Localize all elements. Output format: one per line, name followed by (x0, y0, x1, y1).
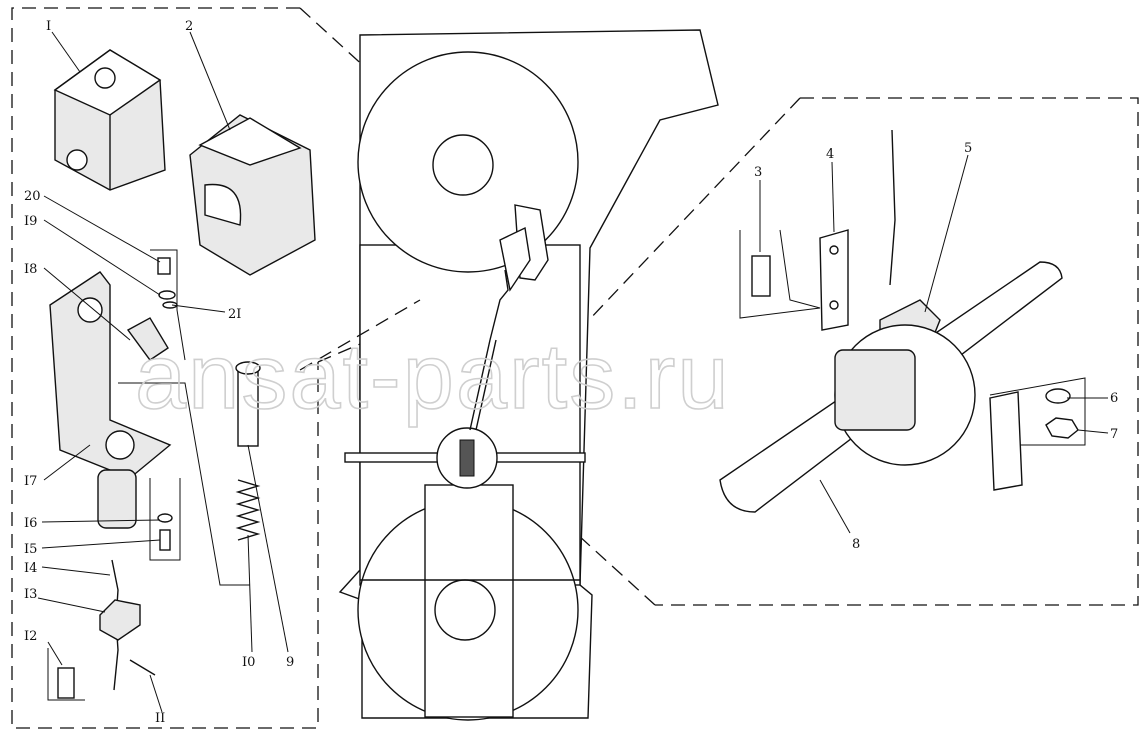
leader-lines (37, 31, 1109, 713)
part-18-bushing (126, 317, 169, 361)
part-9-pin (118, 361, 261, 586)
part-17-bracket (49, 271, 172, 529)
callout-label: I2 (24, 629, 37, 644)
part-1-enclosure-box (53, 49, 166, 191)
callout-label: I4 (24, 561, 37, 576)
parts-11-14-screw-knob (47, 559, 156, 701)
callout-label: 9 (286, 655, 294, 670)
central-apparatus (299, 29, 719, 721)
part-6-7-nut-washer (989, 377, 1086, 491)
part-2-cover (189, 114, 316, 276)
part-3-bolt (739, 229, 821, 319)
callout-label: 3 (754, 165, 762, 180)
part-5-bracket-top (879, 129, 941, 346)
callout-label: 8 (852, 537, 860, 552)
callout-label: 6 (1110, 391, 1118, 406)
callout-label: I0 (242, 655, 255, 670)
callout-label: 5 (964, 141, 972, 156)
callout-label: 4 (826, 147, 834, 162)
callout-label: I5 (24, 542, 37, 557)
part-10-spring (235, 479, 261, 541)
callout-label: 2 (185, 19, 193, 34)
hardware-box-15-16 (149, 478, 181, 561)
callout-label: I3 (24, 587, 37, 602)
callout-label: I8 (24, 262, 37, 277)
callout-label: I6 (24, 516, 37, 531)
callout-labels: I 2 3 4 5 6 7 8 9 I0 II I2 I3 I4 I5 I6 I… (24, 19, 1118, 726)
callout-label: I9 (24, 214, 37, 229)
callout-label: II (155, 711, 165, 726)
hardware-box-19-21 (150, 249, 186, 361)
callout-label: I7 (24, 474, 37, 489)
callout-label: I (46, 19, 51, 34)
callout-label: 20 (24, 189, 41, 204)
callout-label: 7 (1110, 427, 1118, 442)
part-4-plate (819, 229, 849, 331)
watermark-text: ansat-parts.ru (135, 326, 731, 428)
callout-label: 2I (228, 307, 241, 322)
part-8-frame-loop (719, 261, 1063, 513)
